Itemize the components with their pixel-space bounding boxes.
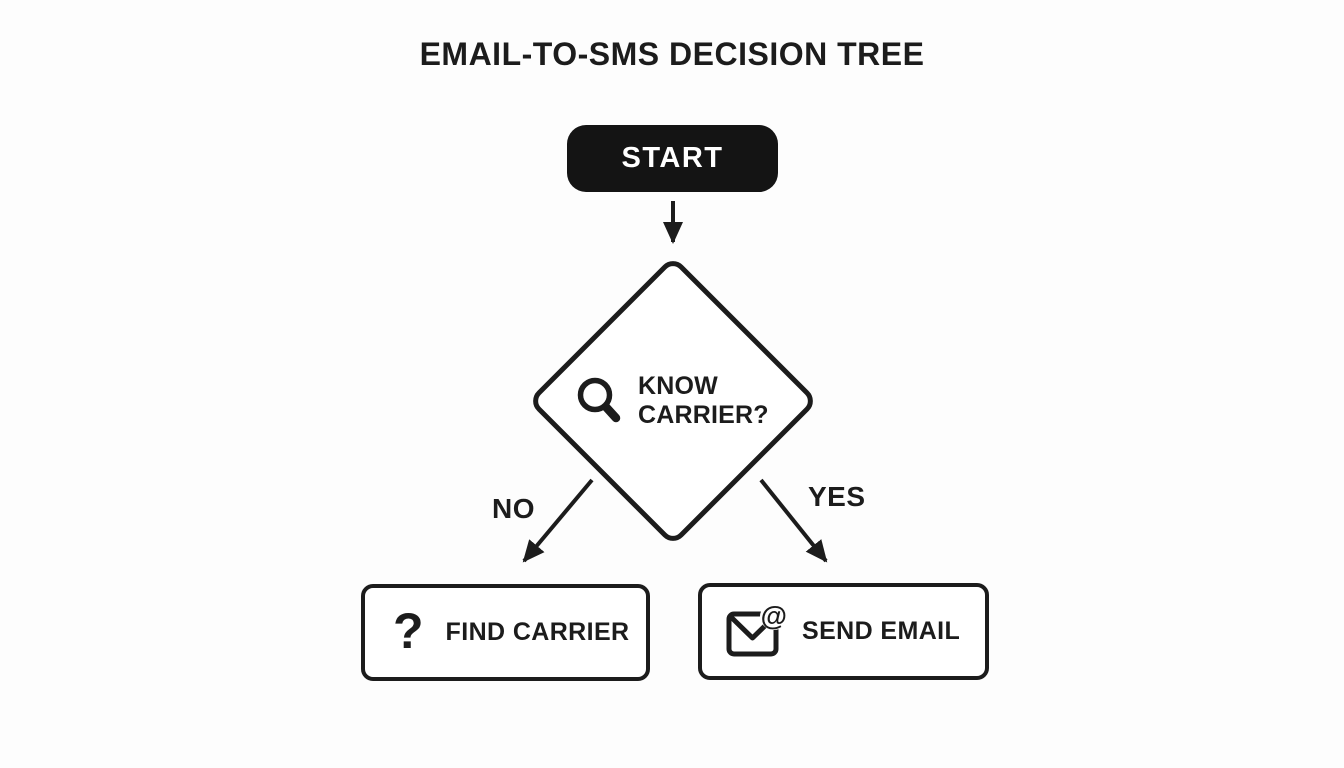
outcome-label-find-carrier: FIND CARRIER — [445, 618, 630, 646]
decision-label: KNOW CARRIER? — [638, 372, 769, 429]
outcome-node-find-carrier: ? FIND CARRIER — [361, 584, 650, 681]
edge-label-no: NO — [492, 493, 535, 524]
envelope-at-icon: @ — [726, 602, 790, 657]
start-label: START — [621, 142, 724, 174]
question-mark-icon: ? — [393, 602, 424, 659]
decision-node-content: KNOW CARRIER? — [573, 356, 773, 446]
at-sign-glyph: @ — [759, 600, 788, 631]
outcome-label-send-email: SEND EMAIL — [802, 617, 961, 645]
edge-label-yes: YES — [808, 481, 866, 512]
magnifier-icon — [576, 376, 623, 426]
start-node: START — [567, 125, 778, 192]
page-title: EMAIL-TO-SMS DECISION TREE — [419, 36, 925, 72]
outcome-node-send-email: @ SEND EMAIL — [698, 583, 989, 680]
